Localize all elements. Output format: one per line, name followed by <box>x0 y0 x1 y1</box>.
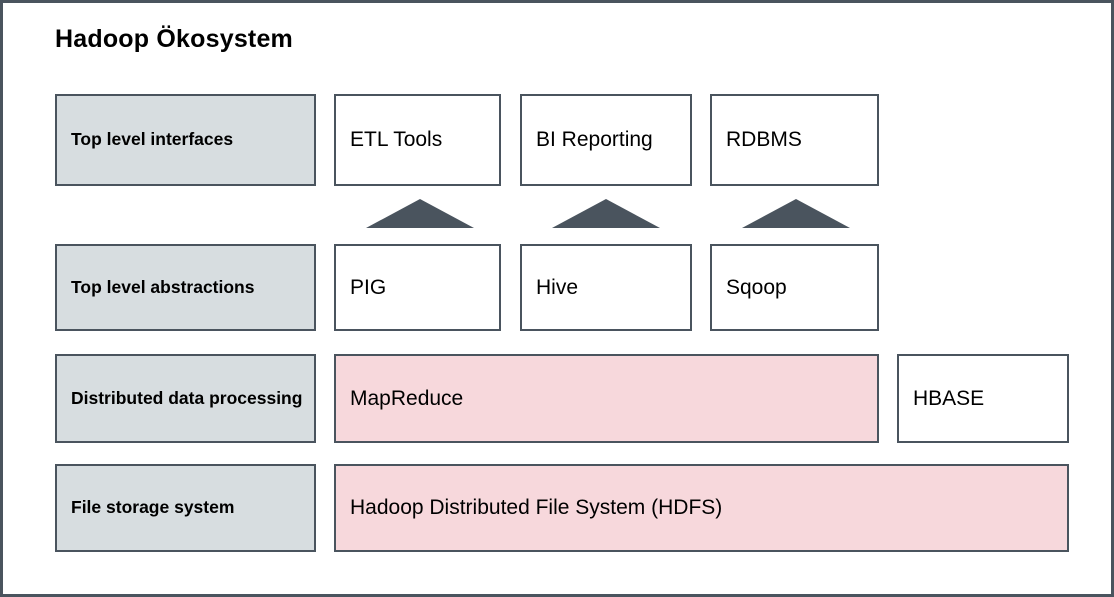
node-hive[interactable]: Hive <box>520 244 692 331</box>
node-label: Hadoop Distributed File System (HDFS) <box>350 496 723 520</box>
category-file-storage-system: File storage system <box>55 464 316 552</box>
node-label: PIG <box>350 275 387 299</box>
node-label: MapReduce <box>350 386 464 410</box>
node-label: RDBMS <box>726 128 802 152</box>
category-label: File storage system <box>71 497 235 518</box>
arrow-up-icon-sqoop-to-rdbms <box>742 199 850 228</box>
node-label: Sqoop <box>726 275 787 299</box>
page-title: Hadoop Ökosystem <box>55 25 293 53</box>
node-label: BI Reporting <box>536 128 653 152</box>
category-top-level-abstractions: Top level abstractions <box>55 244 316 331</box>
arrow-up-icon-pig-to-etl-tools <box>366 199 474 228</box>
node-label: ETL Tools <box>350 128 443 152</box>
arrow-up-icon-hive-to-bi-reporting <box>552 199 660 228</box>
node-label: Hive <box>536 275 579 299</box>
category-distributed-data-processing: Distributed data processing <box>55 354 316 443</box>
category-label: Top level abstractions <box>71 276 255 297</box>
category-label: Top level interfaces <box>71 129 234 150</box>
node-etl-tools[interactable]: ETL Tools <box>334 94 501 186</box>
category-label: Distributed data processing <box>71 387 303 408</box>
node-mapreduce[interactable]: MapReduce <box>334 354 879 443</box>
node-pig[interactable]: PIG <box>334 244 501 331</box>
category-top-level-interfaces: Top level interfaces <box>55 94 316 186</box>
node-hdfs[interactable]: Hadoop Distributed File System (HDFS) <box>334 464 1069 552</box>
node-sqoop[interactable]: Sqoop <box>710 244 879 331</box>
node-label: HBASE <box>913 386 985 410</box>
node-hbase[interactable]: HBASE <box>897 354 1069 443</box>
node-rdbms[interactable]: RDBMS <box>710 94 879 186</box>
node-bi-reporting[interactable]: BI Reporting <box>520 94 692 186</box>
